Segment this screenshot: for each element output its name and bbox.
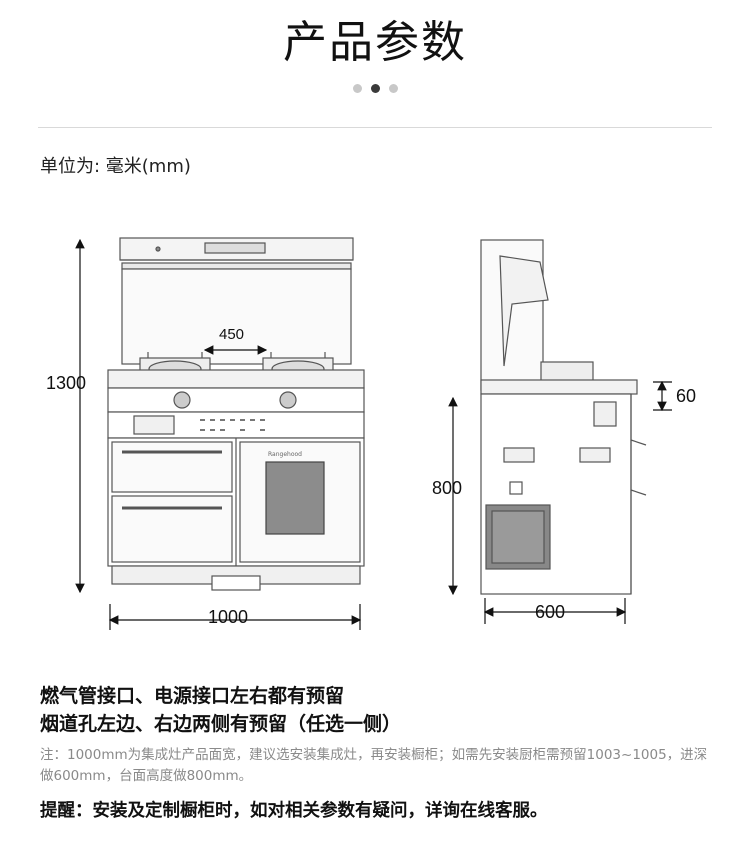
installation-notes: 燃气管接口、电源接口左右都有预留 烟道孔左边、右边两侧有预留（任选一侧） — [40, 682, 401, 738]
note-line-1: 燃气管接口、电源接口左右都有预留 — [40, 685, 345, 707]
dimension-depth: 600 — [535, 602, 566, 622]
dimension-counter-height: 800 — [432, 478, 463, 498]
side-view — [480, 239, 647, 595]
carousel-dot-2[interactable] — [370, 84, 380, 93]
dimension-burner-spacing: 450 — [219, 326, 245, 343]
dimension-total-height: 1300 — [46, 373, 87, 393]
oven-brand-mark: Rangehood — [268, 451, 302, 458]
carousel-dot-1[interactable] — [352, 84, 362, 93]
note-line-2: 烟道孔左边、右边两侧有预留（任选一侧） — [40, 713, 402, 735]
unit-label: 单位为: 毫米(mm) — [40, 156, 191, 177]
front-dimensions — [75, 238, 362, 630]
footnote: 注：1000mm为集成灶产品面宽，建议选安装集成灶，再安装橱柜；如需先安装厨柜需… — [40, 747, 708, 784]
front-view — [107, 237, 365, 591]
dimension-countertop-thickness: 60 — [676, 386, 697, 406]
page-title: 产品参数 — [283, 17, 467, 68]
reminder-text: 提醒：安装及定制橱柜时，如对相关参数有疑问，详询在线客服。 — [40, 801, 548, 821]
divider — [38, 127, 712, 128]
carousel-indicator — [0, 84, 750, 93]
side-dimensions — [448, 380, 672, 624]
carousel-dot-3[interactable] — [388, 84, 398, 93]
dimension-width: 1000 — [208, 607, 249, 627]
